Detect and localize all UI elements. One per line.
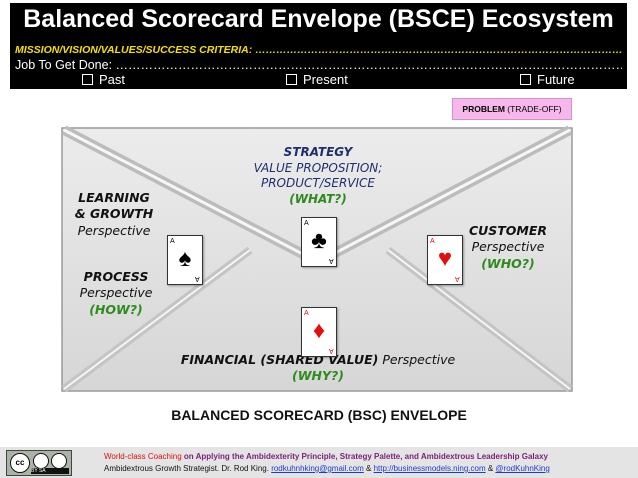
card-ace-of-diamonds: A ♦ A [301,307,337,357]
learning-growth-block: LEARNING & GROWTH Perspective [74,190,154,238]
diamond-icon: ♦ [312,317,326,344]
checkbox-icon [286,74,297,85]
email-link[interactable]: rodkuhnhking@gmail.com [271,464,364,473]
option-past[interactable]: Past [82,72,125,87]
footer-tagline: World-class Coaching on Applying the Amb… [104,452,548,461]
strategy-block: STRATEGY VALUE PROPOSITION; PRODUCT/SERV… [253,145,383,206]
customer-block: CUSTOMER Perspective (WHO?) [468,223,548,271]
spade-icon: ♠ [178,245,192,272]
sa-icon [51,453,67,469]
mission-criteria-line: MISSION/VISION/VALUES/SUCCESS CRITERIA: … [15,44,622,56]
card-ace-of-hearts: A ♥ A [427,235,463,285]
option-present[interactable]: Present [286,72,348,87]
checkbox-icon [82,74,93,85]
card-ace-of-spades: A ♠ A [167,235,203,285]
envelope-caption: BALANCED SCORECARD (BSC) ENVELOPE [171,407,467,423]
heart-icon: ♥ [437,245,453,272]
twitter-link[interactable]: @rodKuhnKing [495,464,550,473]
card-ace-of-clubs: A ♣ A [301,217,337,267]
cc-icon: cc [10,453,30,473]
page-title: Balanced Scorecard Envelope (BSCE) Ecosy… [23,5,614,33]
club-icon: ♣ [311,227,327,254]
option-future[interactable]: Future [520,72,575,87]
process-block: PROCESS Perspective (HOW?) [79,269,153,317]
footer-contact: Ambidextrous Growth Strategist. Dr. Rod … [104,464,550,473]
license-label: BY SA [31,468,69,474]
website-link[interactable]: http://businessmodels.ning.com [373,464,486,473]
creative-commons-badge[interactable]: cc BY SA [6,450,72,476]
by-icon [33,453,49,469]
checkbox-icon [520,74,531,85]
footer-bar [0,447,638,478]
job-to-get-done-line: Job To Get Done: ……………………………………………………………… [15,58,622,72]
header-banner: Balanced Scorecard Envelope (BSCE) Ecosy… [10,3,627,89]
problem-badge: PROBLEM (TRADE-OFF) [452,98,572,120]
